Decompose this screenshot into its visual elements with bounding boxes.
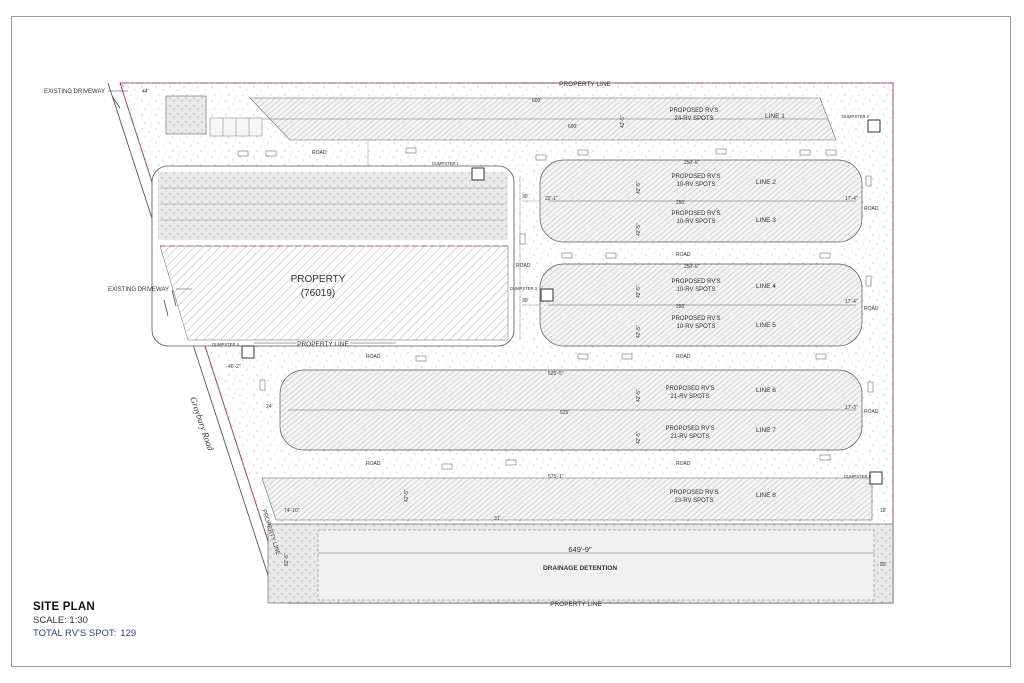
line-1-label: LINE 1 xyxy=(765,113,785,120)
dumpster-5-label: DUMPSTER 5 xyxy=(844,474,872,479)
road-label-8: ROAD xyxy=(864,306,879,312)
line-8-title: PROPOSED RV'S xyxy=(669,490,718,496)
line-8-spots: 23-RV SPOTS xyxy=(675,498,714,504)
property-line-mid-label: PROPERTY LINE xyxy=(297,341,349,348)
line-5-title: PROPOSED RV'S xyxy=(671,316,720,322)
line-2-label: LINE 2 xyxy=(756,179,776,186)
dumpster-4-box xyxy=(241,345,255,359)
dumpster-1-label: DUMPSTER 1 xyxy=(432,161,460,166)
existing-driveway-top-label: EXISTING DRIVEWAY xyxy=(44,89,105,95)
dim-offset-22: 22'-1" xyxy=(545,196,558,202)
dumpster-3-box xyxy=(540,288,554,302)
dim-width-18: 18' xyxy=(880,508,887,514)
line-4-label: LINE 4 xyxy=(756,283,776,290)
line-6-spots: 21-RV SPOTS xyxy=(671,394,710,400)
line-6-label: LINE 6 xyxy=(756,387,776,394)
line-8-label: LINE 8 xyxy=(756,492,776,499)
dim-depth-42-g: 42'-5" xyxy=(636,431,642,444)
dim-width-82: 82'-6" xyxy=(284,553,290,566)
dim-depth-42-h: 42'-5" xyxy=(404,489,410,502)
road-label-9: ROAD xyxy=(864,409,879,415)
drawing-title: SITE PLAN xyxy=(33,601,95,613)
dim-offset-46: 46'-2" xyxy=(228,364,241,370)
dim-depth-42-e: 42'-5" xyxy=(636,325,642,338)
property-line-bottom-label: PROPERTY LINE xyxy=(550,601,602,608)
dim-line6-top: 525'-5" xyxy=(548,371,564,377)
dim-depth-42-b: 42'-5" xyxy=(636,181,642,194)
dim-line3-top: 250' xyxy=(676,200,685,206)
line-1-spots: 24-RV SPOTS xyxy=(675,116,714,122)
line-2-spots: 10-RV SPOTS xyxy=(677,182,716,188)
dim-line1-bottom: 600' xyxy=(568,124,577,130)
dim-road-30a: 30' xyxy=(522,194,529,200)
dumpster-2-label: DUMPSTER 2 xyxy=(842,114,870,119)
dim-line4-top: 250'-6" xyxy=(684,264,700,270)
dim-width-80: 80' xyxy=(880,562,887,568)
drawing-scale: SCALE: 1:30 xyxy=(33,615,88,626)
existing-driveway-mid-label: EXISTING DRIVEWAY xyxy=(108,287,169,293)
dim-road-30b: 30' xyxy=(522,298,529,304)
dim-depth-42-d: 42'-5" xyxy=(636,285,642,298)
dim-depth-42-f: 42'-5" xyxy=(636,389,642,402)
dim-line2-top: 250'-6" xyxy=(684,160,700,166)
dumpster-4-label: DUMPSTER 4 xyxy=(212,342,240,347)
dim-line1-top: 600' xyxy=(532,98,541,104)
road-label-4: ROAD xyxy=(676,354,691,360)
line-4-spots: 10-RV SPOTS xyxy=(677,287,716,293)
title-block: SITE PLAN SCALE: 1:30 TOTAL RV'S SPOT:12… xyxy=(33,601,136,639)
dumpster-5-box xyxy=(869,471,883,485)
dim-width-44: 44' xyxy=(142,89,149,95)
dim-depth-42-c: 42'-5" xyxy=(636,223,642,236)
road-label-5: ROAD xyxy=(366,461,381,467)
property-id: (76019) xyxy=(301,288,335,299)
rv-line-8-strip xyxy=(261,477,873,521)
property-title: PROPERTY xyxy=(291,274,346,285)
line-1-title: PROPOSED RV'S xyxy=(669,108,718,114)
dim-offset-17b: 17'-4" xyxy=(845,299,858,305)
office-building xyxy=(165,95,207,135)
dim-width-31: 31' xyxy=(494,516,501,522)
property-line-top-label: PROPERTY LINE xyxy=(559,81,611,88)
total-rv-spots: TOTAL RV'S SPOT:129 xyxy=(33,628,136,639)
line-3-label: LINE 3 xyxy=(756,217,776,224)
line-7-label: LINE 7 xyxy=(756,427,776,434)
drawing-frame xyxy=(11,16,1011,667)
line-2-title: PROPOSED RV'S xyxy=(671,174,720,180)
road-label-6: ROAD xyxy=(676,461,691,467)
dim-offset-17c: 17'-3" xyxy=(845,405,858,411)
total-rv-spots-value: 129 xyxy=(120,628,137,639)
line-5-spots: 10-RV SPOTS xyxy=(677,324,716,330)
road-label-10: ROAD xyxy=(516,263,531,269)
dim-line5-top: 250' xyxy=(676,304,685,310)
road-label-7: ROAD xyxy=(864,206,879,212)
dim-line8-top: 575'-1" xyxy=(548,474,564,480)
line-7-title: PROPOSED RV'S xyxy=(665,426,714,432)
dumpster-1-box xyxy=(471,167,485,181)
road-label-3: ROAD xyxy=(676,252,691,258)
dim-offset-17a: 17'-4" xyxy=(845,196,858,202)
road-label-2: ROAD xyxy=(366,354,381,360)
dim-offset-74: 74'-10" xyxy=(284,508,300,514)
drainage-label: DRAINAGE DETENTION xyxy=(543,565,617,572)
line-7-spots: 21-RV SPOTS xyxy=(671,434,710,440)
line-5-label: LINE 5 xyxy=(756,322,776,329)
line-3-title: PROPOSED RV'S xyxy=(671,211,720,217)
street-name-label: Graybury Road xyxy=(188,395,216,452)
total-rv-spots-label: TOTAL RV'S SPOT: xyxy=(33,628,117,639)
road-label-1: ROAD xyxy=(312,150,327,156)
dim-depth-42-a: 42'-5" xyxy=(620,115,626,128)
line-4-title: PROPOSED RV'S xyxy=(671,279,720,285)
line-6-title: PROPOSED RV'S xyxy=(665,386,714,392)
drainage-dim-label: 649'-9" xyxy=(568,545,592,554)
line-3-spots: 10-RV SPOTS xyxy=(677,219,716,225)
dumpster-2-box xyxy=(867,119,881,133)
dim-line7-top: 525' xyxy=(560,410,569,416)
dumpster-3-label: DUMPSTER 3 xyxy=(510,286,538,291)
dim-width-24: 24' xyxy=(266,404,273,410)
